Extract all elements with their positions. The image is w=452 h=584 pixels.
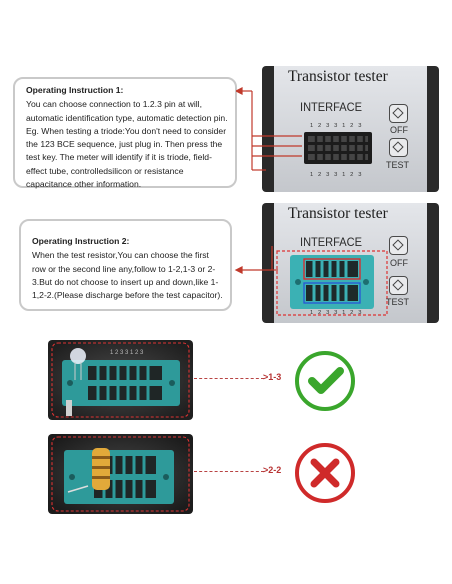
tester-title: Transistor tester [288, 68, 388, 85]
pin-numbers-bottom: 1 2 3 3 1 2 3 [310, 310, 364, 316]
instruction-2-title: Operating Instruction 2: [32, 236, 130, 246]
instruction-2-body: When the test resistor,You can choose th… [32, 250, 223, 301]
zif-socket-icon [290, 255, 374, 309]
arrow-guide-2 [234, 246, 278, 274]
off-button [389, 236, 408, 255]
callout-label-1: >1-3 [263, 372, 282, 382]
example-correct-photo: 1 2 3 3 1 2 3 [48, 340, 193, 420]
x-circle-icon [295, 443, 355, 503]
tester-photo-2: Transistor tester INTERFACE 1 2 3 3 1 2 … [262, 203, 439, 323]
interface-label: INTERFACE [300, 235, 362, 249]
test-label: TEST [386, 160, 410, 170]
check-circle-icon [295, 351, 355, 411]
instruction-box-1: Operating Instruction 1: You can choose … [13, 77, 237, 190]
instruction-1-line1: You can choose connection to 1.2.3 pin a… [26, 99, 228, 123]
pin-guide-lines [236, 87, 302, 171]
callout-line-1 [194, 378, 264, 379]
svg-text:1 2 3 3 1 2 3: 1 2 3 3 1 2 3 [110, 350, 144, 356]
test-label: TEST [386, 297, 410, 307]
off-label: OFF [390, 258, 408, 268]
callout-label-2: >2-2 [263, 465, 282, 475]
off-button [389, 104, 408, 123]
pin-numbers-bottom: 1 2 3 3 1 2 3 [310, 172, 364, 178]
tester-photo-1: Transistor tester INTERFACE 1 2 3 3 1 2 … [262, 66, 439, 192]
zif-socket-resistor-icon [51, 436, 190, 512]
off-label: OFF [390, 125, 408, 135]
pin-numbers-top: 1 2 3 3 1 2 3 [310, 123, 364, 129]
zif-socket-led-icon: 1 2 3 3 1 2 3 [51, 342, 190, 418]
tester-panel: Transistor tester INTERFACE 1 2 3 3 1 2 … [274, 66, 427, 192]
test-button [389, 276, 408, 295]
instruction-box-2: Operating Instruction 2: When the test r… [19, 219, 232, 311]
instruction-1-title: Operating Instruction 1: [26, 85, 124, 95]
tester-panel: Transistor tester INTERFACE 1 2 3 3 1 2 … [274, 203, 427, 323]
socket-icon [304, 132, 372, 164]
tester-title: Transistor tester [288, 205, 388, 222]
test-button [389, 138, 408, 157]
callout-line-2 [194, 471, 264, 472]
instruction-1-line2: Eg. When testing a triode:You don't need… [26, 125, 227, 190]
highlight-frame [276, 250, 388, 316]
example-wrong-photo [48, 434, 193, 514]
interface-label: INTERFACE [300, 100, 362, 114]
